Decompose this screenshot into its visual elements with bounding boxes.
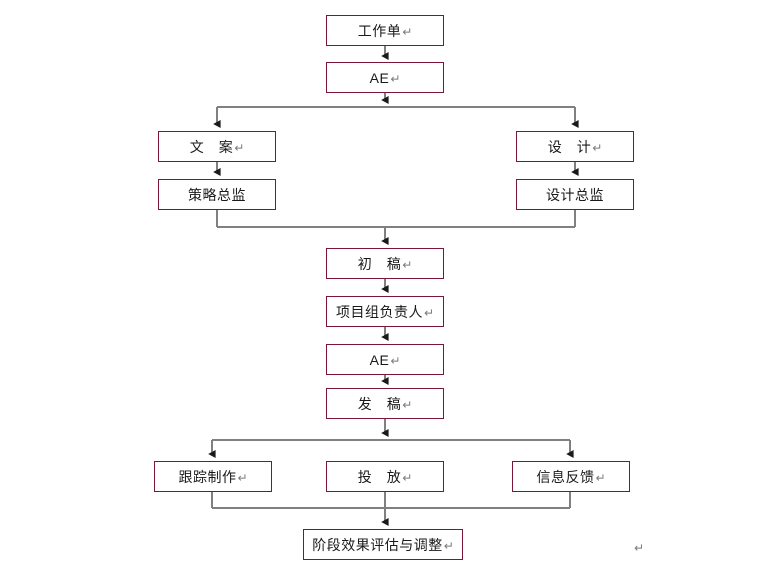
node-ae-2[interactable]: AE↵ [326, 344, 444, 375]
node-label: 初 稿 [357, 255, 402, 272]
node-label: AE [369, 69, 390, 86]
node-label: 项目组负责人 [335, 303, 423, 320]
node-label: 发 稿 [357, 395, 402, 412]
node-feedback[interactable]: 信息反馈↵ [512, 461, 630, 492]
paragraph-mark-icon: ↵ [443, 538, 454, 553]
node-placement[interactable]: 投 放↵ [326, 461, 444, 492]
trailing-paragraph-mark-icon: ↵ [634, 541, 645, 555]
paragraph-mark-icon: ↵ [402, 470, 413, 485]
node-label: 阶段效果评估与调整 [312, 536, 443, 553]
node-label: 工作单 [357, 22, 402, 39]
node-stage-evaluation[interactable]: 阶段效果评估与调整↵ [303, 529, 463, 560]
node-label: 设计总监 [546, 186, 604, 203]
paragraph-mark-icon: ↵ [423, 305, 435, 320]
paragraph-mark-icon: ↵ [595, 470, 606, 485]
node-design-director[interactable]: 设计总监 [516, 179, 634, 210]
node-label: AE [369, 351, 390, 368]
node-production-tracking[interactable]: 跟踪制作↵ [154, 461, 272, 492]
paragraph-mark-icon: ↵ [402, 24, 413, 39]
node-strategy-director[interactable]: 策略总监 [158, 179, 276, 210]
node-label: 跟踪制作 [178, 468, 237, 485]
node-label: 设 计 [547, 138, 592, 155]
node-label: 文 案 [189, 138, 234, 155]
paragraph-mark-icon: ↵ [402, 397, 413, 412]
paragraph-mark-icon: ↵ [390, 71, 401, 86]
node-design[interactable]: 设 计↵ [516, 131, 634, 162]
node-copywriting[interactable]: 文 案↵ [158, 131, 276, 162]
node-work-order[interactable]: 工作单↵ [326, 15, 444, 46]
paragraph-mark-icon: ↵ [390, 353, 401, 368]
node-ae-1[interactable]: AE↵ [326, 62, 444, 93]
paragraph-mark-icon: ↵ [402, 257, 413, 272]
paragraph-mark-icon: ↵ [592, 140, 603, 155]
node-label: 策略总监 [188, 186, 246, 203]
node-release[interactable]: 发 稿↵ [326, 388, 444, 419]
node-project-lead[interactable]: 项目组负责人↵ [326, 296, 444, 327]
paragraph-mark-icon: ↵ [234, 140, 245, 155]
paragraph-mark-icon: ↵ [237, 470, 248, 485]
node-label: 信息反馈 [536, 468, 595, 485]
node-draft[interactable]: 初 稿↵ [326, 248, 444, 279]
node-label: 投 放 [357, 468, 402, 485]
